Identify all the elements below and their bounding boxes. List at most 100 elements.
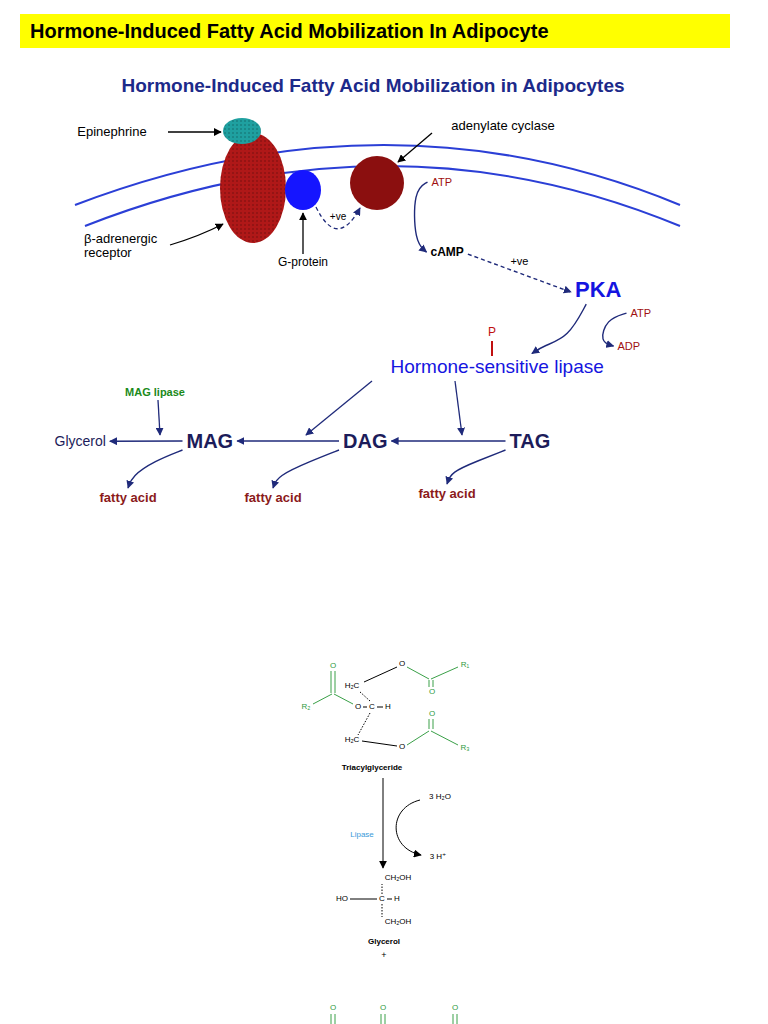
phosphate-bond	[491, 341, 493, 356]
bond	[335, 1014, 336, 1024]
activation-arrow	[316, 207, 360, 229]
reagent-label: 3 H₂O	[429, 793, 451, 802]
catalysis-arrow	[306, 381, 372, 435]
atom-label: H	[394, 895, 400, 904]
molecule-label: ATP	[629, 306, 654, 320]
title-banner: Hormone-Induced Fatty Acid Mobilization …	[20, 14, 730, 48]
catalysis-arrow	[455, 381, 462, 435]
bond	[385, 1014, 386, 1024]
compound-name: Triacylglyceride	[342, 764, 402, 773]
bond	[382, 884, 383, 894]
part-label: β-adrenergic receptor	[84, 232, 166, 261]
product-label: fatty acid	[98, 490, 159, 506]
page-title: Hormone-Induced Fatty Acid Mobilization …	[20, 20, 549, 43]
node-text: ADP	[618, 340, 641, 352]
bond	[364, 667, 397, 682]
node-text: Hormone-sensitive lipase	[391, 357, 604, 378]
plus-sign: +	[381, 951, 386, 961]
enzyme-label: Hormone-sensitive lipase	[389, 356, 606, 379]
atom-label: O	[429, 710, 435, 719]
metabolite-label: Glycerol	[53, 433, 108, 450]
product-label: fatty acid	[417, 486, 478, 502]
atom-label: C	[369, 703, 375, 712]
receptor-shape	[220, 133, 286, 243]
bond	[358, 713, 370, 735]
metabolite-label: DAG	[341, 429, 389, 453]
figure-title: Hormone-Induced Fatty Acid Mobilization …	[121, 76, 624, 97]
node-text: cAMP	[431, 246, 464, 259]
enzyme-label: MAG lipase	[125, 386, 185, 398]
node-text: Glycerol	[55, 434, 106, 449]
drawing-part	[331, 1014, 457, 1024]
pathway-arrow	[391, 440, 505, 441]
leader-arrow	[168, 131, 221, 132]
bond	[335, 671, 336, 693]
atom-label: CH₂OH	[385, 874, 412, 883]
phosphate-label: P	[488, 326, 496, 339]
atom-label: CH₂OH	[385, 918, 412, 927]
effect-label: +ve	[329, 211, 347, 222]
node-text: PKA	[575, 278, 621, 302]
bond	[363, 707, 367, 708]
reaction-arrow	[383, 778, 384, 868]
node-text: ATP	[631, 307, 652, 319]
atom-label: H₂C	[345, 682, 360, 691]
pathway-arrow	[110, 440, 183, 442]
bond	[350, 899, 377, 900]
atom-label: O	[399, 660, 405, 669]
node-text: ATP	[432, 176, 453, 188]
bond	[313, 694, 332, 704]
molecule-label: ATP	[430, 175, 455, 189]
node-text: DAG	[343, 430, 387, 452]
leader-arrow	[302, 213, 303, 254]
bond	[433, 680, 434, 687]
bond	[387, 899, 392, 900]
bond	[331, 1014, 332, 1024]
node-text: fatty acid	[100, 491, 157, 505]
enzyme-label: PKA	[573, 277, 623, 303]
node-text: MAG	[187, 430, 234, 452]
node-text: fatty acid	[245, 491, 302, 505]
node-text: TAG	[510, 430, 551, 452]
atom-label: R₂	[302, 703, 311, 712]
pathway-arrow	[447, 450, 505, 484]
atom-label: HO	[336, 895, 348, 904]
pathway-arrow	[415, 182, 428, 252]
molecule-label: ADP	[616, 339, 643, 353]
product-label: fatty acid	[243, 490, 304, 506]
part-label: adenylate cyclase	[451, 119, 554, 133]
bond	[362, 741, 397, 746]
bond	[381, 1014, 382, 1024]
pathway-arrow	[468, 254, 571, 292]
adenylate-cyclase-shape	[350, 156, 404, 210]
pathway-arrow	[532, 304, 586, 353]
effect-label: +ve	[509, 255, 529, 267]
bond	[331, 671, 332, 693]
atom-label: R₃	[460, 744, 469, 753]
bond	[429, 680, 430, 687]
pathway-arrow	[237, 440, 339, 441]
atom-label: C	[379, 895, 385, 904]
bond	[457, 1014, 458, 1024]
bond	[407, 667, 429, 679]
drawing-part	[358, 667, 397, 746]
drawing-part	[313, 667, 458, 745]
atom-label: H	[385, 703, 391, 712]
pathway-arrow	[128, 450, 182, 488]
drawing-part	[350, 884, 392, 917]
g-protein-shape	[285, 170, 321, 210]
atom-label: H₂C	[345, 736, 360, 745]
enzyme-label: Lipase	[350, 831, 374, 840]
atom-label: O	[330, 662, 336, 671]
receptor-texture	[220, 133, 286, 243]
bond	[431, 667, 458, 679]
reagent-label: 3 H⁺	[430, 853, 447, 862]
atom-label: O	[330, 1004, 336, 1013]
atom-label: O	[355, 703, 361, 712]
atom-label: O	[399, 743, 405, 752]
bond	[433, 719, 434, 729]
bond	[377, 707, 383, 708]
bond	[429, 719, 430, 729]
bond	[334, 694, 353, 704]
